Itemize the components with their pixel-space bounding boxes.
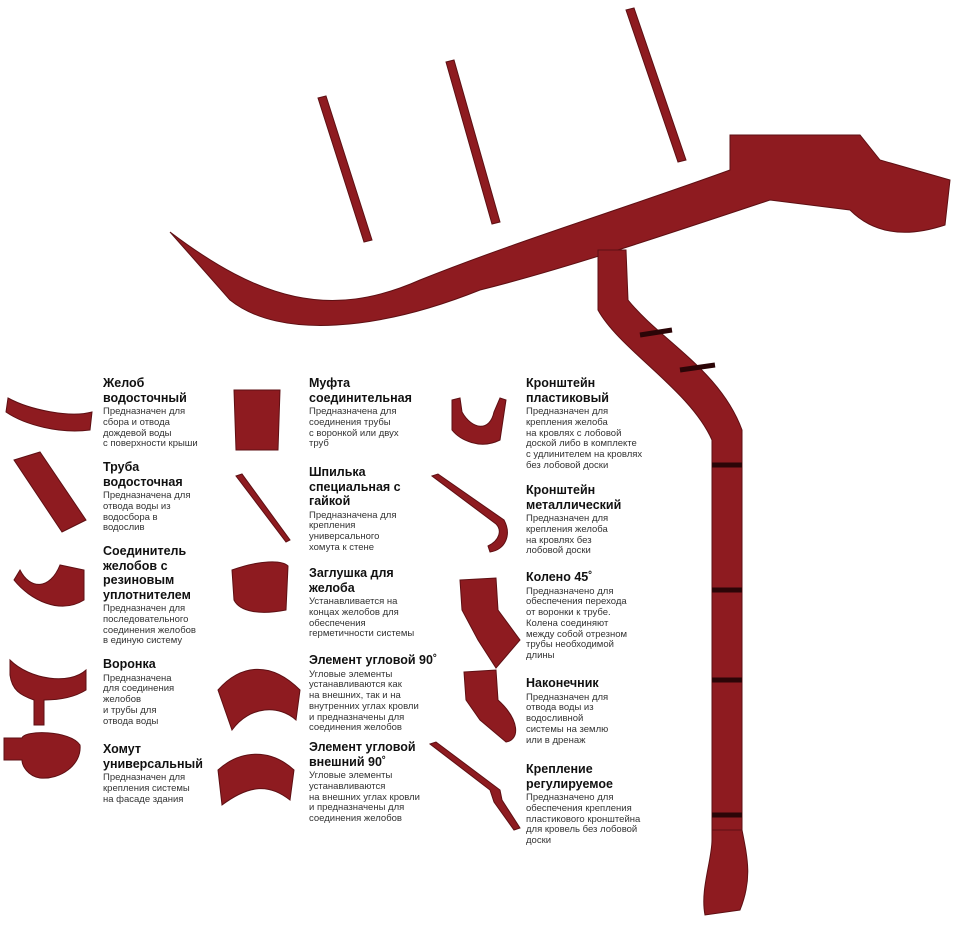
gutter-end-cap-icon [231,561,289,613]
part-title: Кронштейн металлический [526,483,622,512]
outlet-icon [463,669,516,743]
corner-element-90-icon [217,668,301,732]
part-description: Предназначен для последовательного соеди… [103,603,196,647]
part-description: Предназначена для соединения трубы с вор… [309,406,399,450]
external-corner-element-90-icon [217,753,295,806]
assembled-outlet-elbow [703,829,749,916]
part-elbow-45: Колено 45˚Предназначено для обеспечения … [526,570,726,662]
gutter-connector-icon [13,564,85,607]
coupling-icon [233,389,281,451]
part-external-corner-90: Элемент угловой внешний 90˚Угловые элеме… [309,740,509,825]
part-description: Предназначен для отвода воды из водослив… [526,691,609,746]
part-title: Хомут универсальный [103,742,203,771]
adjustable-mount-icon [428,741,521,831]
adjustable-mount-3 [625,7,687,163]
part-title: Элемент угловой 90˚ [309,653,438,667]
part-description: Предназначен для крепления желоба на кро… [526,513,609,557]
part-description: Предназначена для крепления универсально… [309,509,397,553]
part-title: Кронштейн пластиковый [526,376,609,405]
part-description: Устанавливается на концах желобов для об… [309,596,415,640]
part-title: Желоб водосточный [103,376,187,405]
plastic-bracket-icon [451,397,507,445]
universal-clamp-icon [3,732,81,779]
part-description: Предназначен для крепления системы на фа… [103,772,190,805]
part-description: Предназначена для соединения желобов и т… [103,672,175,727]
elbow-45-icon [459,577,521,669]
part-title: Крепление регулируемое [526,762,613,791]
part-title: Соединитель желобов с резиновым уплотнит… [103,544,191,602]
part-title: Воронка [103,657,156,671]
part-description: Предназначен для крепления желоба на кро… [526,406,643,471]
part-description: Угловые элементы устанавливаются как на … [309,668,419,734]
gutter-icon [5,397,93,432]
pipe-icon [13,451,87,533]
funnel-icon [9,658,87,726]
part-title: Колено 45˚ [526,570,593,584]
part-title: Шпилька специальная с гайкой [309,465,401,508]
part-description: Предназначено для обеспечения перехода о… [526,585,628,662]
part-description: Угловые элементы устанавливаются на внеш… [309,770,420,825]
part-description: Предназначена для отвода воды из водосбо… [103,490,191,534]
assembled-gutter [169,134,951,326]
stud-screw-icon [235,473,291,543]
part-title: Муфта соединительная [309,376,412,405]
metal-bracket-icon [430,473,508,553]
adjustable-mount-1 [317,95,373,243]
part-title: Элемент угловой внешний 90˚ [309,740,416,769]
part-title: Наконечник [526,676,599,690]
part-gutter-connector: Соединитель желобов с резиновым уплотнит… [103,544,303,647]
part-description: Предназначено для обеспечения крепления … [526,792,641,847]
part-description: Предназначен для сбора и отвода дождевой… [103,406,198,450]
part-title: Заглушка для желоба [309,566,394,595]
part-title: Труба водосточная [103,460,183,489]
part-corner-90: Элемент угловой 90˚Угловые элементы уста… [309,653,509,734]
adjustable-mount-2 [445,59,501,225]
